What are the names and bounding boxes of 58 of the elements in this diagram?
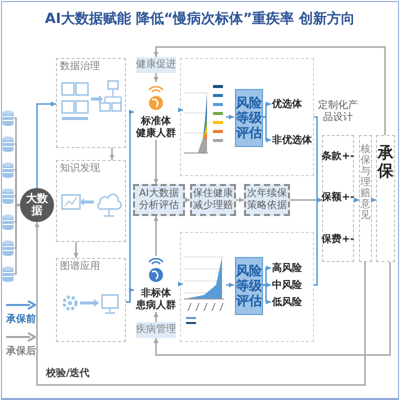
panel-heading: 数据治理 [60,61,100,73]
option-label: 保额+- [322,192,354,204]
option-label: 条款+- [322,150,354,163]
arrow [110,148,114,160]
dashed-panel [56,160,126,242]
panel-heading: 知识发现 [60,163,100,175]
arrow [262,284,271,304]
process-box: AI大数据分析评估 [133,184,185,216]
tag-box: 疾病管理 [136,322,176,338]
chart-panel [180,58,314,176]
arrow [185,198,190,202]
legend-label: 承保前 [6,312,36,326]
group-label: 健康人群 [136,128,176,140]
dashed-column: 承保 [376,135,395,262]
result-label: 高风险 [272,263,302,275]
process-box: 次年续保策略依据 [244,184,290,216]
group-label: 患病人群 [136,300,176,312]
arrow [154,312,158,322]
arrow [154,216,158,256]
arrow [74,242,78,258]
dashed-panel [56,58,126,148]
legend-label: 承保后 [6,344,36,358]
result-label: 优选体 [272,99,302,111]
arrow [14,202,20,275]
arrow [236,198,244,202]
big-data-disc: 大数据 [20,188,54,222]
result-label: 非优选体 [272,135,312,147]
chart-panel [180,232,314,342]
arrow [154,46,386,135]
dashed-column: 核保与理赔意见 [359,135,372,262]
title: AI大数据赋能 降低“慢病次标体”重疾率 创新方向 [44,10,356,28]
group-label: 非标体 [141,288,171,300]
arrow [178,108,183,112]
arrow [262,116,271,142]
option-label: 保费+- [322,234,354,246]
dashed-panel [56,258,126,342]
arrow [126,288,134,303]
tag-box: 健康促进 [136,57,176,73]
arrow [154,73,158,82]
panel-heading: 图谱应用 [60,261,100,273]
arrow [354,198,359,202]
result-label: 低风险 [272,297,302,309]
arrow [178,282,183,286]
feedback-label: 校验/迭代 [46,366,90,380]
process-box: 保住健康减少理赔 [190,184,236,216]
risk-box: 风险等级评估 [235,257,263,315]
arrow [371,198,376,202]
arrow [314,198,322,286]
arrow [36,102,56,188]
arrow [154,262,391,356]
arrow [226,282,234,288]
risk-box: 风险等级评估 [235,89,263,147]
result-label: 中风险 [272,280,302,292]
panel-heading: 定制化产品设计 [317,100,359,125]
arrow [226,114,234,120]
group-label: 标准体 [141,116,171,128]
arrow [34,222,366,386]
arrow [154,140,158,184]
